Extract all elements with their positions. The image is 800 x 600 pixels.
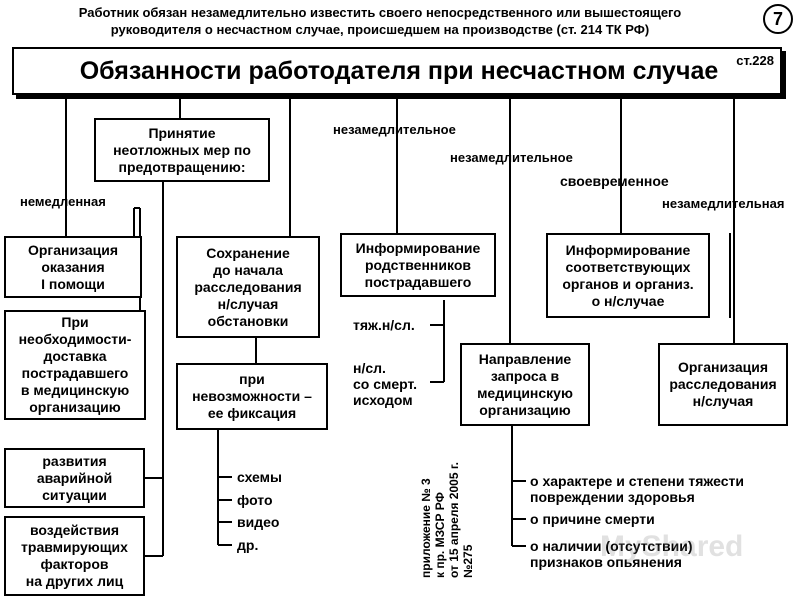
request-item-line: о характере и степени тяжести: [530, 473, 744, 489]
box-delivery-to-medical: При необходимости- доставка пострадавшег…: [4, 310, 146, 420]
box-text-line: соответствующих: [565, 258, 691, 275]
box-text-line: неотложных мер по: [113, 141, 251, 158]
box-text-line: организацию: [29, 399, 121, 415]
box-text-line: развития: [42, 452, 107, 469]
box-text-line: медицинскую: [477, 384, 573, 401]
severity-fatal-line: н/сл.: [353, 360, 386, 376]
appendix-note: приложение № 3 к пр. МЗСР РФ от 15 апрел…: [419, 462, 475, 578]
box-inform-relatives: Информирование родственников пострадавше…: [340, 233, 496, 297]
box-text-line: расследования: [669, 376, 777, 392]
method-photo: фото: [237, 492, 273, 508]
box-emergency-development: развития аварийной ситуации: [4, 448, 145, 508]
box-text-line: невозможности –: [192, 388, 312, 404]
box-text-line: на других лиц: [25, 573, 124, 589]
appendix-line: приложение № 3: [419, 478, 433, 578]
box-text-line: до начала: [213, 261, 283, 278]
box-urgent-measures: Принятие неотложных мер по предотвращени…: [94, 118, 270, 182]
box-text-line: органов и организ.: [562, 275, 694, 292]
box-text-line: н/случая: [692, 393, 754, 409]
box-text-line: ситуации: [42, 486, 107, 503]
box-text-line: Принятие: [148, 124, 216, 141]
box-text-line: Информирование: [355, 239, 481, 256]
request-item-injury: о характере и степени тяжести повреждени…: [530, 473, 744, 505]
method-video: видео: [237, 514, 280, 530]
request-item-death-cause: о причине смерти: [530, 511, 655, 527]
label-prompt-2: незамедлительное: [450, 150, 573, 165]
box-text-line: оказания: [41, 258, 105, 275]
intro-text: Работник обязан незамедлительно известит…: [30, 4, 730, 38]
box-text-line: о н/случае: [591, 292, 665, 309]
request-item-line: повреждении здоровья: [530, 489, 695, 505]
box-text-line: Организация: [677, 359, 769, 375]
box-text-line: Сохранение: [206, 244, 290, 261]
box-traumatic-factors: воздействия травмирующих факторов на дру…: [4, 516, 145, 596]
main-title-bar: Обязанности работодателя при несчастном …: [12, 47, 782, 95]
severity-severe: тяж.н/сл.: [353, 317, 415, 333]
box-text-line: Направление: [478, 350, 572, 367]
request-item-intoxication: о наличии (отсутствии) признаков опьянен…: [530, 538, 693, 570]
label-prompt-fem: незамедлительная: [662, 196, 785, 211]
box-text-line: воздействия: [29, 522, 120, 538]
main-title: Обязанности работодателя при несчастном …: [79, 57, 719, 85]
method-scheme: схемы: [237, 469, 282, 485]
box-scene-fixation: при невозможности – ее фиксация: [176, 363, 328, 430]
box-first-aid: Организация оказания I помощи: [4, 236, 142, 298]
box-text-line: предотвращению:: [118, 158, 246, 175]
box-text-line: н/случая: [217, 295, 279, 312]
watermark: MyShared: [600, 530, 744, 563]
request-item-line: о наличии (отсутствии): [530, 538, 693, 554]
box-text-line: организацию: [479, 401, 571, 418]
box-text-line: Информирование: [565, 241, 691, 258]
box-text-line: пострадавшего: [21, 365, 129, 381]
box-inform-authorities: Информирование соответствующих органов и…: [546, 233, 710, 318]
box-text-line: аварийной: [36, 469, 113, 486]
box-organize-investigation: Организация расследования н/случая: [658, 343, 788, 426]
box-text-line: родственников: [365, 256, 471, 273]
severity-fatal-line: со смерт.: [353, 376, 418, 392]
appendix-line: к пр. МЗСР РФ: [433, 492, 447, 578]
article-ref: ст.228: [736, 53, 774, 68]
box-preserve-scene: Сохранение до начала расследования н/слу…: [176, 236, 320, 338]
box-text-line: при: [239, 371, 265, 387]
severity-fatal: н/сл. со смерт. исходом: [353, 360, 417, 408]
intro-line-1: Работник обязан незамедлительно известит…: [78, 5, 682, 20]
box-text-line: запроса в: [490, 367, 560, 384]
label-prompt-1: незамедлительное: [333, 122, 456, 137]
box-text-line: При: [61, 314, 89, 330]
slide-number-badge: 7: [763, 4, 793, 34]
box-text-line: доставка: [43, 348, 107, 364]
box-text-line: травмирующих: [21, 539, 128, 555]
severity-fatal-line: исходом: [353, 392, 413, 408]
request-item-line: признаков опьянения: [530, 554, 682, 570]
box-text-line: расследования: [194, 278, 302, 295]
box-text-line: I помощи: [41, 275, 105, 292]
appendix-line: от 15 апреля 2005 г.: [447, 462, 461, 578]
label-timely: своевременное: [560, 173, 669, 189]
box-text-line: Организация: [27, 241, 119, 258]
box-text-line: в медицинскую: [20, 382, 130, 398]
appendix-line: №275: [461, 544, 475, 578]
method-other: др.: [237, 537, 259, 553]
intro-line-2: руководителя о несчастном случае, происш…: [110, 22, 650, 37]
box-text-line: ее фиксация: [207, 405, 297, 421]
box-text-line: факторов: [40, 556, 109, 572]
label-immediate: немедленная: [20, 194, 106, 209]
box-text-line: пострадавшего: [364, 273, 472, 290]
box-medical-request: Направление запроса в медицинскую органи…: [460, 343, 590, 426]
box-text-line: обстановки: [207, 312, 289, 329]
box-text-line: необходимости-: [18, 331, 132, 347]
